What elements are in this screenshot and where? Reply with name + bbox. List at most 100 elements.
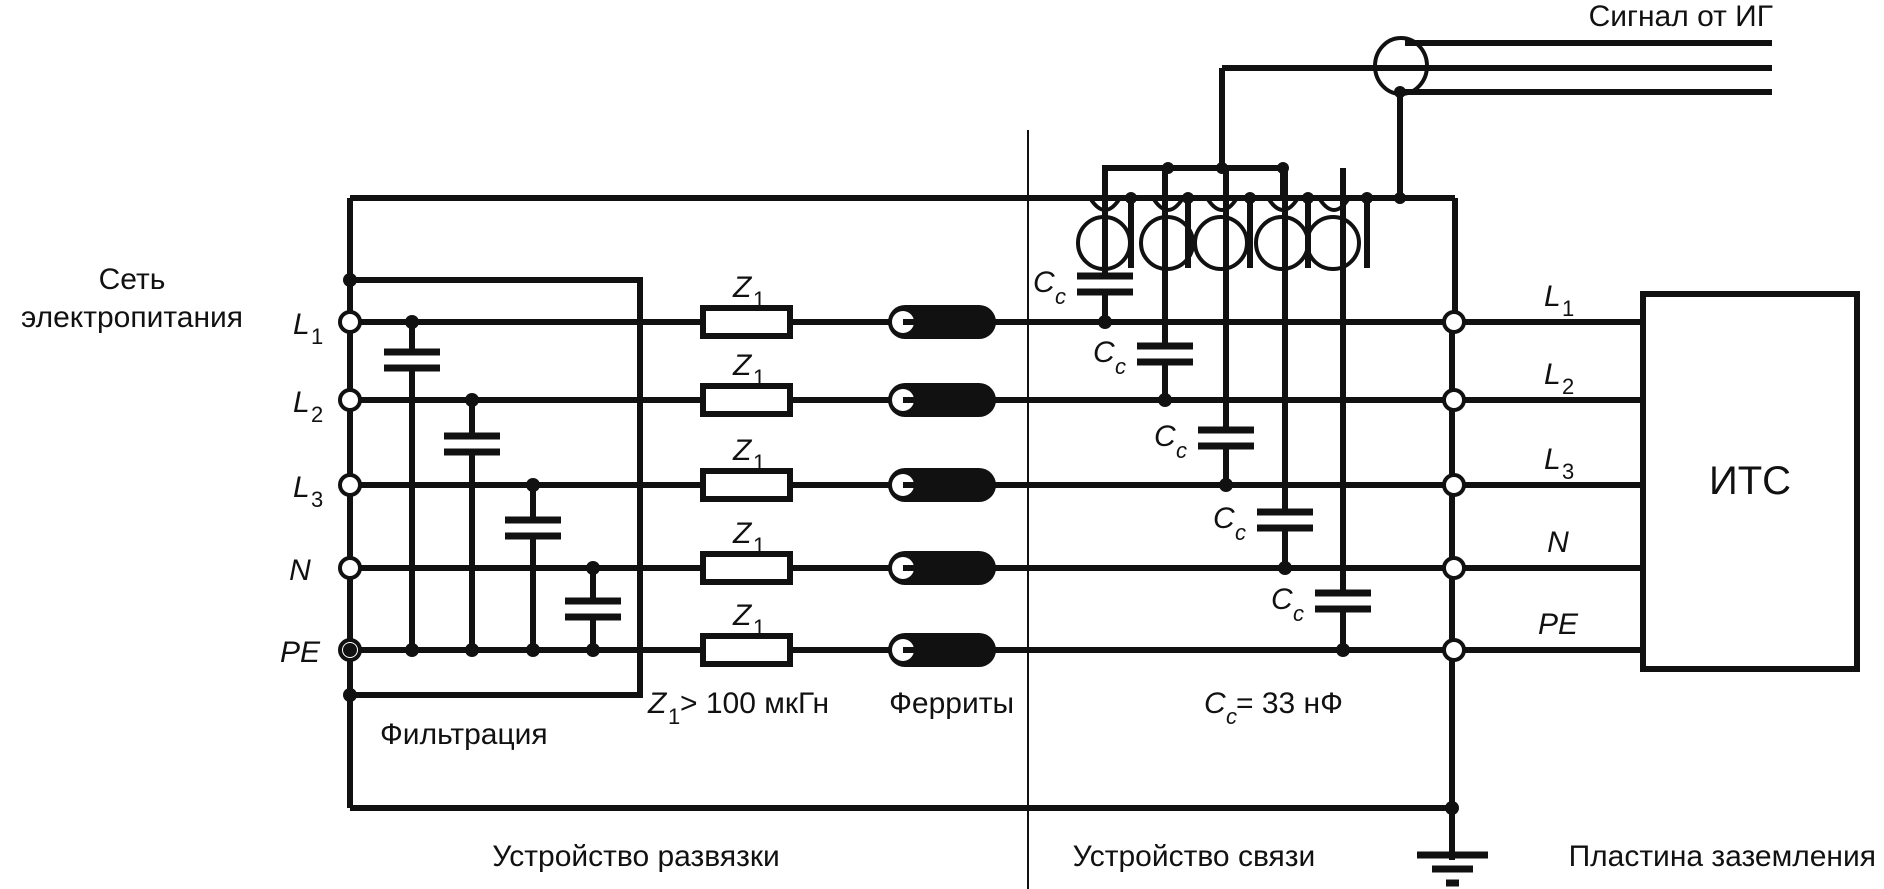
cap-note-text: = 33 нФ — [1236, 687, 1343, 720]
junction-dot — [465, 643, 479, 657]
line-label-left: L — [293, 471, 310, 504]
junction-dot — [1336, 643, 1350, 657]
line-label-right: L — [1544, 443, 1561, 476]
impedance-note-sub: 1 — [668, 704, 680, 729]
ferrite-icon — [888, 551, 996, 585]
coupling-cap-label: C — [1213, 502, 1235, 535]
impedance-label-sub: 1 — [753, 287, 765, 312]
junction-dot — [1125, 192, 1137, 204]
impedance-note: Z 1 > 100 мкГн — [647, 687, 829, 729]
junction-dot — [526, 478, 540, 492]
impedance-label-sub: 1 — [753, 615, 765, 640]
junction-dot — [586, 643, 600, 657]
ferrite-icon — [888, 633, 996, 667]
junction-dot — [1361, 192, 1373, 204]
coupling-cap-label: C — [1271, 583, 1293, 616]
coupling-cap-note: C c = 33 нФ — [1204, 687, 1343, 729]
junction-dot — [1445, 801, 1459, 815]
line-label-right-sub: 2 — [1562, 374, 1574, 399]
signal-generator-input: Сигнал от ИГ — [1219, 0, 1773, 198]
impedance-z1 — [700, 468, 793, 502]
junction-dot — [343, 273, 357, 287]
terminal-output — [1442, 388, 1466, 412]
junction-dot — [465, 393, 479, 407]
junction-dot — [405, 643, 419, 657]
terminal-input — [338, 473, 362, 497]
junction-dot — [1302, 192, 1314, 204]
coupling-cap-label-sub: c — [1293, 601, 1304, 626]
impedance-label: Z — [732, 271, 753, 304]
filter-capacitors — [384, 315, 621, 657]
junction-dot — [343, 643, 357, 657]
impedance-label: Z — [732, 517, 753, 550]
impedance-z1 — [700, 633, 793, 667]
coupling-cap-label-sub: c — [1235, 520, 1246, 545]
coupling-cap-label: C — [1154, 420, 1176, 453]
impedance-note-symbol: Z — [647, 687, 668, 720]
impedance-label: Z — [732, 349, 753, 382]
coupling-device-label: Устройство связи — [1073, 840, 1316, 873]
decoupling-device-label: Устройство развязки — [492, 840, 780, 873]
terminal-output — [1442, 473, 1466, 497]
coupling-cap-label: C — [1033, 266, 1055, 299]
coupling-coil-icon — [1305, 192, 1373, 271]
coupling-cap-label-sub: c — [1176, 438, 1187, 463]
terminal-input — [338, 556, 362, 580]
coupling-coils — [1076, 162, 1406, 271]
impedance-z1 — [700, 551, 793, 585]
impedance-note-text: > 100 мкГн — [680, 687, 829, 720]
eut-box — [1640, 291, 1860, 672]
junction-dot — [1098, 315, 1112, 329]
cap-note-symbol: C — [1204, 687, 1226, 720]
line-label-left: PE — [280, 636, 321, 669]
junction-dot — [343, 688, 357, 702]
junction-dot — [1394, 86, 1406, 98]
terminal-input — [338, 388, 362, 412]
ground-icon — [1417, 801, 1488, 887]
impedance-z1 — [700, 305, 793, 339]
coil-loop — [1305, 215, 1361, 271]
terminal-output — [1442, 638, 1466, 662]
coil-arc — [1205, 196, 1239, 212]
coupling-coil-icon — [1193, 192, 1256, 271]
coupling-network — [1076, 162, 1406, 271]
impedance-label-sub: 1 — [753, 533, 765, 558]
impedance-label: Z — [732, 434, 753, 467]
ferrite-icon — [888, 305, 996, 339]
junction-dot — [405, 315, 419, 329]
mains-label-line1: Сеть — [99, 263, 166, 296]
ground-plane-label: Пластина заземления — [1569, 840, 1876, 873]
line-label-left-sub: 1 — [311, 324, 323, 349]
coupling-cap-label-sub: c — [1115, 354, 1126, 379]
coil-arc — [1317, 196, 1351, 212]
junction-dot — [586, 561, 600, 575]
line-label-left-sub: 2 — [311, 402, 323, 427]
line-label-right: PE — [1538, 608, 1579, 641]
line-label-right: N — [1547, 526, 1569, 559]
eut-block: ИТС — [1640, 291, 1860, 672]
line-label-right: L — [1544, 280, 1561, 313]
coupling-cap-label: C — [1093, 336, 1115, 369]
impedance-z1 — [700, 383, 793, 417]
coil-loop — [1193, 215, 1249, 271]
frame-wiring — [347, 195, 1458, 860]
line-label-right: L — [1544, 358, 1561, 391]
junction-dot — [526, 643, 540, 657]
junction-dot — [1278, 561, 1292, 575]
impedance-label: Z — [732, 599, 753, 632]
signal-label: Сигнал от ИГ — [1589, 0, 1773, 33]
mains-label-line2: электропитания — [21, 301, 243, 334]
line-label-right-sub: 3 — [1562, 459, 1574, 484]
ferrites-label: Ферриты — [889, 687, 1014, 720]
